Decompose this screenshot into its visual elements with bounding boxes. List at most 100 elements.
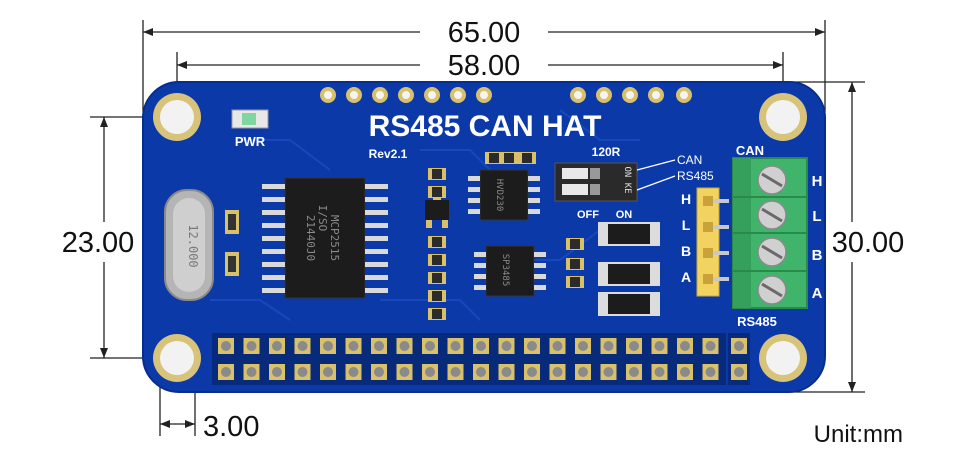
chip-pin <box>262 275 285 280</box>
transceiver-chip-body <box>485 245 535 297</box>
gpio-pin <box>374 367 384 377</box>
dimension-lines <box>90 20 865 436</box>
gpio-pin <box>323 341 333 351</box>
dip-switch[interactable] <box>554 162 638 202</box>
chip-pin <box>365 197 388 202</box>
terminal-label-a: A <box>812 285 823 302</box>
chip-pin <box>365 236 388 241</box>
chip-pin <box>474 274 486 279</box>
gpio-pin <box>527 367 537 377</box>
transceiver-chips <box>468 169 546 297</box>
chip-text-line-3: 21440J0 <box>304 215 317 261</box>
gpio-pin <box>476 341 486 351</box>
header-pin <box>703 274 713 284</box>
crystal-text: 12.000 <box>186 224 200 267</box>
passive-body <box>432 237 442 247</box>
passive-body <box>522 153 532 163</box>
mounting-holes <box>153 93 807 382</box>
header-pin-lead <box>713 251 729 255</box>
gpio-pin <box>476 367 486 377</box>
gpio-pin <box>552 341 563 351</box>
screw-terminal-block[interactable] <box>732 157 808 309</box>
gpio-pin <box>297 341 308 351</box>
pwr-led <box>231 109 269 129</box>
gpio-pin <box>246 367 257 377</box>
terminal-side-labels: H L B A <box>812 173 823 302</box>
gpio-pin <box>680 341 690 351</box>
chip-pin <box>468 198 480 203</box>
chip-text-line-2: I/SO <box>316 205 329 232</box>
chip-pin <box>534 285 546 290</box>
chip-pin <box>474 285 486 290</box>
unit-label: Unit:mm <box>814 421 903 448</box>
top-pads <box>320 87 692 103</box>
gpio-pin <box>578 341 588 351</box>
gpio-pin <box>348 367 359 377</box>
chip-pin <box>468 209 480 214</box>
header-pin <box>703 248 713 258</box>
chip-pin <box>262 262 285 267</box>
transceiver-text-top: HVD230 <box>494 179 504 212</box>
chip-pin <box>534 252 546 257</box>
chip-pin <box>534 263 546 268</box>
chip-pin <box>365 262 388 267</box>
header-pin <box>703 196 713 206</box>
top-pad-hole <box>652 91 660 99</box>
header-label-h: H <box>681 191 691 207</box>
gpio-pin <box>734 367 744 377</box>
chip-pin <box>365 210 388 215</box>
chip-pin <box>534 274 546 279</box>
chip-text-line-1: MCP2515 <box>328 215 341 261</box>
gpio-pin <box>246 341 257 351</box>
chip-pin <box>528 209 540 214</box>
gpio-pin <box>399 341 410 351</box>
top-pad-hole <box>402 91 410 99</box>
rs485-header-labels: H L B A <box>681 191 691 285</box>
header-pin-lead <box>713 225 729 229</box>
transceiver-chip-body <box>479 169 529 221</box>
gpio-pin <box>501 367 512 377</box>
chip-pin <box>528 198 540 203</box>
crystal-caps <box>225 210 239 276</box>
gpio-pin <box>450 367 461 377</box>
tvs-diodes <box>598 222 660 316</box>
gpio-pin <box>578 367 588 377</box>
passive-body <box>570 239 580 249</box>
passive-body <box>432 309 442 319</box>
chip-pin <box>528 187 540 192</box>
terminal-screw-slot <box>761 282 783 298</box>
chip-pin <box>365 275 388 280</box>
passive-body <box>432 291 442 301</box>
gpio-pin <box>629 341 639 351</box>
dim-hole-spacing-height: 23.00 <box>62 227 135 259</box>
passive-body <box>432 273 442 283</box>
switch-mode-can: CAN <box>677 153 702 167</box>
header-label-l: L <box>682 217 691 233</box>
gpio-pin <box>629 367 639 377</box>
gpio-pin <box>654 367 665 377</box>
gpio-pin <box>425 367 435 377</box>
header-pin-lead <box>713 277 729 281</box>
passive-body <box>570 277 580 287</box>
top-pad-hole <box>574 91 582 99</box>
mcp2515-chip-text: MCP2515 I/SO 21440J0 <box>304 205 341 261</box>
passive-body <box>570 259 580 269</box>
chip-pin <box>468 187 480 192</box>
gpio-40pin-header[interactable] <box>212 333 750 385</box>
terminal-screw-slot <box>761 244 783 260</box>
switch-leader-lines <box>636 159 676 191</box>
chip-pin <box>528 176 540 181</box>
switch-off-label: OFF <box>577 209 599 221</box>
chip-pin <box>262 288 285 293</box>
top-pad-hole <box>600 91 608 99</box>
terminal-screw-slot <box>761 207 783 223</box>
switch-mode-rs485: RS485 <box>677 169 714 183</box>
gpio-pin <box>221 367 231 377</box>
rs485-pin-header[interactable] <box>696 187 729 297</box>
passive-body <box>432 255 442 265</box>
chip-pin <box>262 210 285 215</box>
chip-pin <box>262 236 285 241</box>
chip-pin <box>262 197 285 202</box>
header-label-b: B <box>681 243 691 259</box>
